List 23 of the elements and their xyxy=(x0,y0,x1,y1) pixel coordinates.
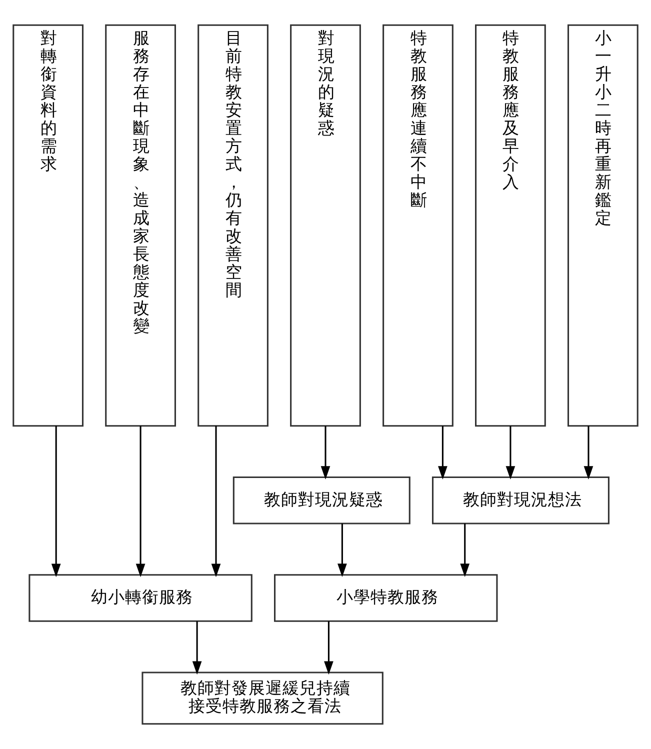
node-box: 目前特教安置方式，仍有改善空間 xyxy=(198,24,268,427)
arrow xyxy=(324,621,334,675)
node-box: 教師對現況想法 xyxy=(432,476,610,524)
arrow xyxy=(320,426,330,480)
node-box: 對現況的疑惑 xyxy=(290,24,361,427)
node-box: 小一升小二時再重新鑑定 xyxy=(567,24,638,427)
node-box: 教師對發展遲緩兒持續接受特教服務之看法 xyxy=(142,672,384,725)
node-box: 服務存在中斷現象、造成家長態度改變 xyxy=(105,24,176,427)
arrow xyxy=(438,426,448,480)
node-box: 對轉銜資料的需求 xyxy=(12,24,84,427)
node-box: 小學特教服務 xyxy=(274,574,498,622)
node-box: 特教服務應連續不中斷 xyxy=(382,24,454,427)
arrow xyxy=(584,426,594,480)
arrow xyxy=(506,426,516,480)
arrow xyxy=(192,621,202,675)
arrow xyxy=(338,524,347,577)
arrow xyxy=(460,524,470,577)
arrow xyxy=(51,426,61,578)
node-box: 教師對現況疑惑 xyxy=(232,476,410,524)
arrow xyxy=(136,426,146,578)
arrow xyxy=(211,426,221,578)
node-box: 特教服務應及早介入 xyxy=(475,24,546,427)
node-box: 幼小轉銜服務 xyxy=(28,574,252,622)
